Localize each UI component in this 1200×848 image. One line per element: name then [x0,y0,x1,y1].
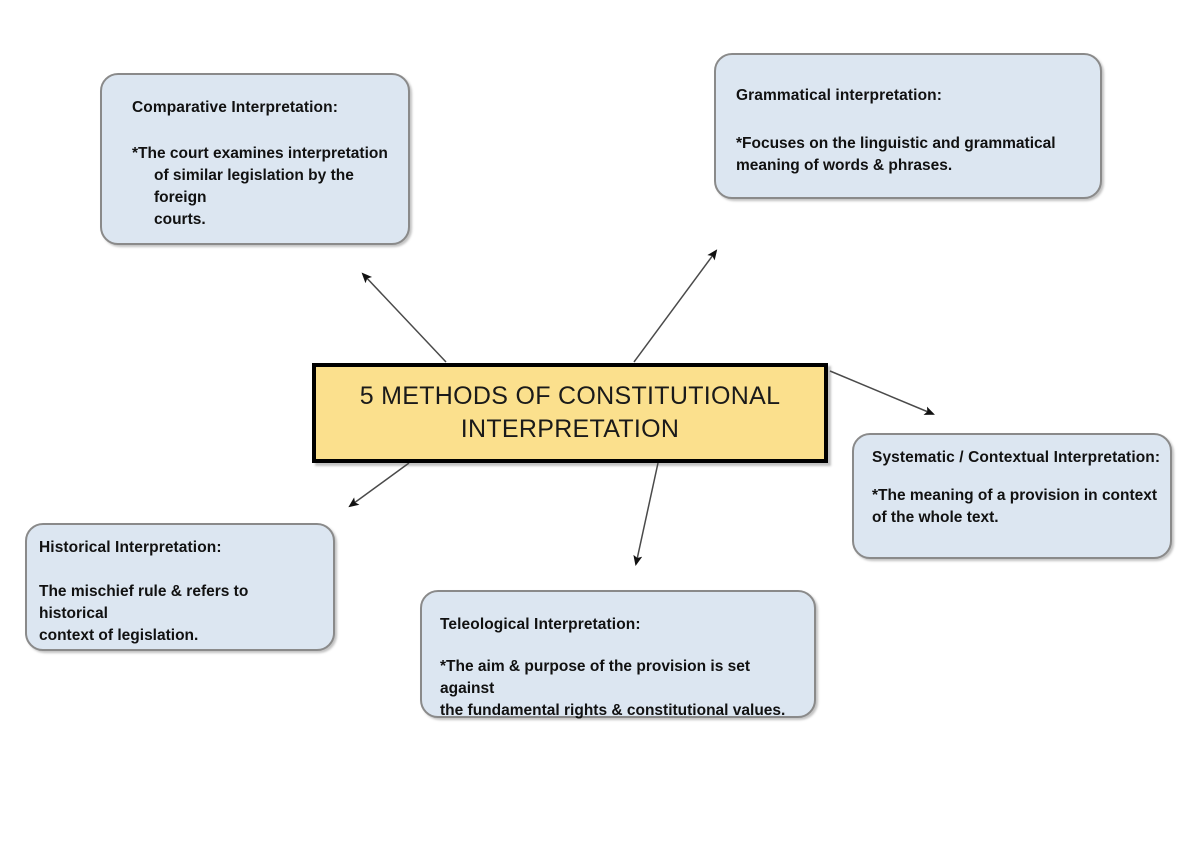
center-node-label: 5 METHODS OF CONSTITUTIONAL INTERPRETATI… [359,382,781,443]
node-systematic-body-line-1: *The meaning of a provision in context [872,487,1158,504]
node-comparative-body: *The court examines interpretation of si… [132,143,390,231]
node-comparative-interpretation[interactable]: Comparative Interpretation: *The court e… [100,73,410,245]
node-historical-title: Historical Interpretation: [39,539,222,556]
node-teleological-body-line-1: *The aim & purpose of the provision is s… [440,658,751,697]
connector-center-to-historical [348,462,410,508]
node-grammatical-body: *Focuses on the linguistic and grammatic… [736,133,1082,177]
node-teleological-interpretation[interactable]: Teleological Interpretation: *The aim & … [420,590,816,719]
node-systematic-body: *The meaning of a provision in context o… [872,485,1158,529]
node-systematic-body-line-2: of the whole text. [872,509,999,526]
connector-center-to-teleological [633,462,659,567]
node-grammatical-body-line-1: *Focuses on the linguistic and grammatic… [736,135,1056,152]
node-historical-interpretation[interactable]: Historical Interpretation: The mischief … [25,523,335,651]
node-historical-body-line-2: context of legislation. [39,627,199,644]
node-historical-body: The mischief rule & refers to historical… [39,581,321,647]
connector-center-to-systematic [829,370,935,415]
node-grammatical-title: Grammatical interpretation: [736,87,942,104]
node-historical-body-line-1: The mischief rule & refers to historical [39,583,249,622]
node-systematic-title: Systematic / Contextual Interpretation: [872,449,1161,466]
node-teleological-title: Teleological Interpretation: [440,616,641,633]
connector-center-to-grammatical [633,249,718,363]
node-comparative-title: Comparative Interpretation: [132,99,338,116]
connector-center-to-comparative [361,272,447,363]
node-systematic-contextual-interpretation[interactable]: Systematic / Contextual Interpretation: … [852,433,1172,559]
node-comparative-body-line-3: courts. [154,211,206,228]
node-teleological-body: *The aim & purpose of the provision is s… [440,656,802,722]
node-comparative-body-line-1: *The court examines interpretation [132,145,388,162]
center-node-5-methods[interactable]: 5 METHODS OF CONSTITUTIONAL INTERPRETATI… [312,363,828,463]
node-grammatical-body-line-2: meaning of words & phrases. [736,157,953,174]
node-grammatical-interpretation[interactable]: Grammatical interpretation: *Focuses on … [714,53,1102,199]
node-teleological-body-line-2: the fundamental rights & constitutional … [440,702,786,719]
node-comparative-body-line-2: of similar legislation by the foreign [154,167,354,206]
